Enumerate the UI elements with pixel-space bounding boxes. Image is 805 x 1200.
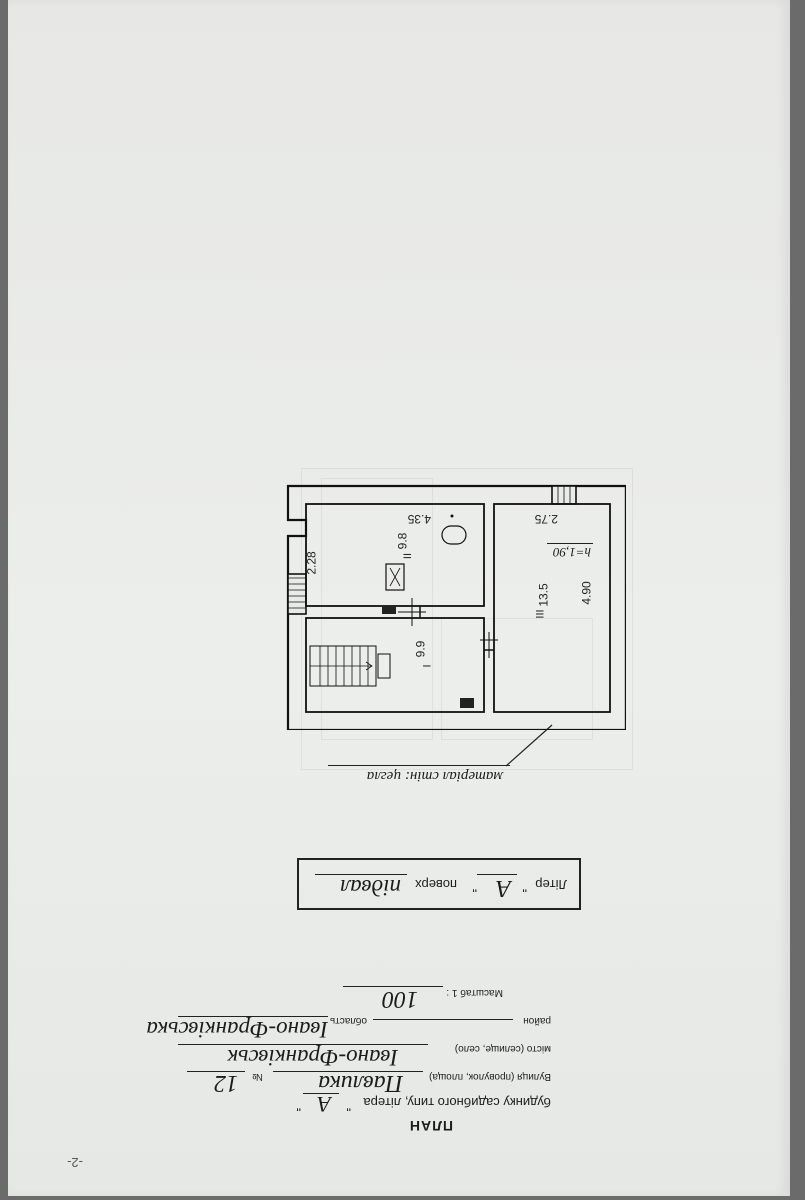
underline xyxy=(178,1044,428,1045)
height-label: h=1,90 xyxy=(552,545,591,560)
underline xyxy=(178,1016,328,1017)
underline xyxy=(373,1019,513,1020)
underline xyxy=(477,874,517,875)
street-value: Павлика xyxy=(318,1070,403,1096)
room-c-depth: 4.90 xyxy=(579,581,594,605)
quote-close: " xyxy=(472,880,477,895)
floor-word: поверх xyxy=(415,877,457,892)
plan-title: ПЛАН xyxy=(408,1118,453,1134)
city-value: Івано-Франківськ xyxy=(227,1045,398,1070)
underline xyxy=(547,543,593,544)
number-value: 12 xyxy=(214,1070,238,1096)
room-b-area: 9.8 xyxy=(395,532,410,550)
line1-prefix: будинку садибного типу, літера xyxy=(363,1095,551,1110)
room-a-label: I xyxy=(421,664,434,668)
floor-box-litera: А xyxy=(496,875,511,901)
quote-close: " xyxy=(296,1099,301,1114)
street-label: Вулиця (провулок, площа) xyxy=(429,1071,551,1082)
floor-plan xyxy=(286,484,626,730)
quote-open: " xyxy=(346,1099,351,1114)
document-sheet: -2- ПЛАН будинку садибного типу, літера … xyxy=(8,0,790,1196)
region-value: Івано-Франківська xyxy=(146,1017,328,1042)
room-c-width: 2.75 xyxy=(534,512,558,526)
underline xyxy=(273,1071,423,1072)
underline xyxy=(328,765,510,766)
page-number: -2- xyxy=(67,1155,83,1170)
quote-open: " xyxy=(522,880,527,895)
region-label: область xyxy=(329,1015,367,1026)
scale-label: Масштаб 1 : xyxy=(446,987,503,998)
rotated-content: -2- ПЛАН будинку садибного типу, літера … xyxy=(8,0,805,1200)
room-c-label: III xyxy=(534,609,547,619)
wall-material: матеріал стін: цегла xyxy=(366,768,503,784)
number-label: № xyxy=(252,1071,263,1082)
scale-value: 100 xyxy=(382,986,418,1012)
underline xyxy=(187,1071,245,1072)
underline xyxy=(343,986,443,987)
city-label: місто (селище, село) xyxy=(454,1043,551,1054)
district-label: район xyxy=(523,1015,551,1026)
room-c-area: 13.5 xyxy=(536,583,551,607)
floor-box-prefix: Літер xyxy=(535,877,567,892)
room-b-label: II xyxy=(401,552,414,560)
underline xyxy=(315,874,407,875)
floor-value: підвал xyxy=(340,875,401,900)
room-b-depth: 2.28 xyxy=(304,551,319,575)
room-b-width: 4.35 xyxy=(407,512,431,526)
floor-box: Літер " А " поверх підвал xyxy=(297,858,581,910)
leader-line xyxy=(505,724,553,767)
room-a-area: 9.9 xyxy=(413,640,428,658)
